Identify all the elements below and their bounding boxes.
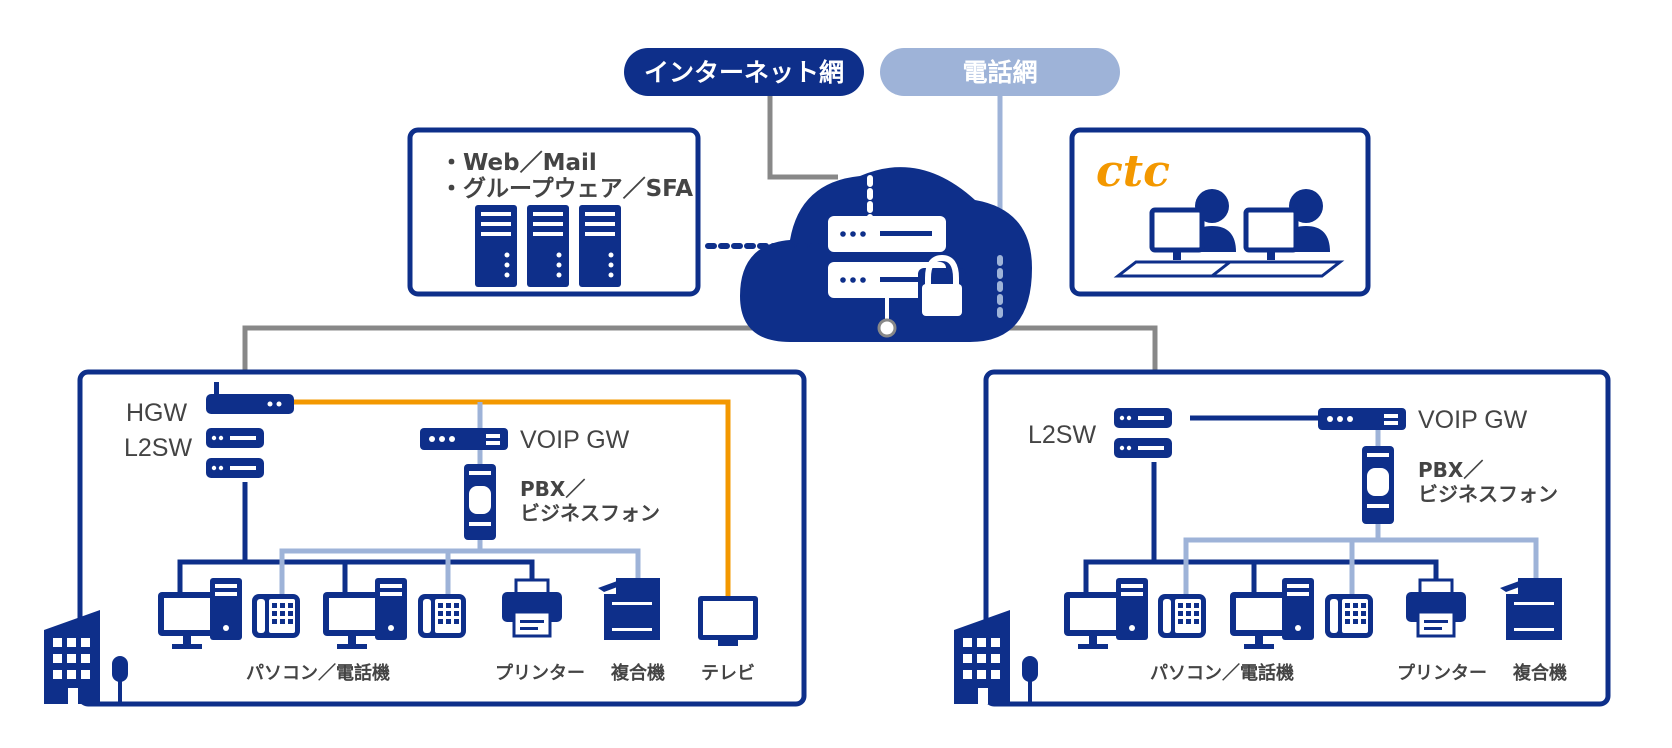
pc-tower-icon <box>375 578 407 640</box>
switch-icon <box>1114 438 1172 458</box>
switch-icon <box>1114 408 1172 428</box>
operator-icon <box>1113 189 1251 278</box>
switch-icon <box>206 458 264 478</box>
service-web-mail: ・Web／Mail <box>440 149 597 176</box>
internet-network-pill: インターネット網 <box>624 48 864 96</box>
cloud-hub-node <box>877 318 897 338</box>
business-phone-label: ビジネスフォン <box>520 501 660 525</box>
phone-icon <box>1325 594 1373 638</box>
pc-tower-icon <box>1282 578 1314 640</box>
cloud-services-box: ・Web／Mail ・グループウェア／SFA <box>407 127 701 297</box>
voip-gw-label: VOIP GW <box>520 426 630 454</box>
phone-icon <box>1158 594 1206 638</box>
pc-phone-label: パソコン／電話機 <box>1150 662 1294 684</box>
internet-uplink <box>767 96 838 180</box>
printer-label: プリンター <box>1397 662 1487 684</box>
switch-icon <box>206 428 264 448</box>
server-icon <box>475 205 517 287</box>
ctc-logo: ctc <box>1096 146 1170 197</box>
pc-tower-icon <box>1116 578 1148 640</box>
voip-gateway-icon <box>1318 408 1406 430</box>
cloud-server-icon <box>828 216 946 298</box>
hgw-label: HGW <box>126 399 188 427</box>
router-icon <box>206 382 294 414</box>
operator-icon <box>1207 189 1345 278</box>
voip-gateway-icon <box>420 428 508 450</box>
phone-network-pill: 電話網 <box>880 48 1120 96</box>
right-site: L2SW VOIP GW PBX／ ビジネスフォン パソコン／電話機 プリンター… <box>954 369 1611 707</box>
server-icon <box>527 205 569 287</box>
server-icon <box>579 205 621 287</box>
pc-tower-icon <box>210 578 242 640</box>
service-groupware-sfa: ・グループウェア／SFA <box>440 175 693 202</box>
left-site: HGW L2SW VOIP GW PBX／ ビジネスフォン パソコン／ <box>44 369 807 707</box>
tv-label: テレビ <box>701 663 755 684</box>
printer-label: プリンター <box>495 662 585 684</box>
pbx-label: PBX／ <box>1418 458 1483 482</box>
mfp-label: 複合機 <box>1512 662 1567 684</box>
ctc-support-box: ctc <box>1069 127 1371 297</box>
tv-icon <box>698 596 758 646</box>
internet-network-label: インターネット網 <box>644 58 844 87</box>
mfp-label: 複合機 <box>610 662 665 684</box>
voip-gw-label: VOIP GW <box>1418 406 1528 434</box>
pc-phone-label: パソコン／電話機 <box>246 662 390 684</box>
business-phone-label: ビジネスフォン <box>1418 482 1558 506</box>
phone-network-label: 電話網 <box>962 58 1037 87</box>
pbx-icon <box>464 464 496 540</box>
phone-icon <box>418 594 466 638</box>
pbx-label: PBX／ <box>520 477 585 501</box>
phone-icon <box>252 594 300 638</box>
lock-icon <box>918 254 966 316</box>
pbx-icon <box>1362 446 1394 524</box>
l2sw-label: L2SW <box>124 434 192 462</box>
l2sw-label: L2SW <box>1028 421 1096 449</box>
multifunction-printer-icon <box>1500 578 1562 640</box>
multifunction-printer-icon <box>598 578 660 640</box>
